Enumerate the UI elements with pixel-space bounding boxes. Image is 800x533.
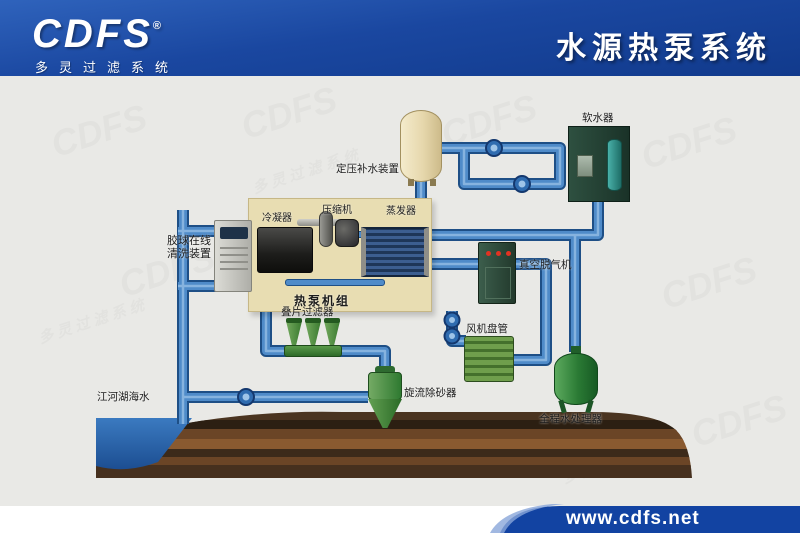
condenser (257, 227, 313, 273)
indicator-light (496, 251, 501, 256)
header-bar: CDFS® 多灵过滤系统 水源热泵系统 (0, 0, 800, 76)
label-fan-coil: 风机盘管 (466, 323, 508, 335)
label-water-processor: 全程水处理器 (539, 413, 602, 425)
heat-pump-unit (248, 198, 432, 312)
indicator-light (506, 251, 511, 256)
label-softener: 软水器 (582, 112, 614, 124)
pump-icon (485, 139, 503, 157)
softener-resin-cylinder (607, 139, 622, 191)
degasser-door (485, 267, 511, 299)
filter-cap (305, 318, 321, 323)
compressor-accumulator (319, 211, 333, 247)
label-heat-pump-unit: 热泵机组 (294, 294, 351, 308)
label-disc-filter: 叠片过滤器 (281, 306, 334, 318)
tank-leg (430, 179, 436, 186)
label-vacuum-degasser: 真空脱气机 (519, 259, 572, 271)
filter-manifold (284, 345, 342, 357)
page-title: 水源热泵系统 (556, 32, 772, 65)
label-evaporator: 蒸发器 (386, 206, 416, 217)
label-water-source: 江河湖海水 (97, 391, 150, 403)
label-ball-cleaner: 胶球在线清洗装置 (167, 235, 211, 260)
tank-leg (408, 179, 414, 186)
indicator-light (486, 251, 491, 256)
water-softener (568, 126, 630, 202)
cyclone-body (368, 372, 402, 400)
earth-cross-section (96, 411, 692, 478)
unit-lower-pipe (285, 279, 385, 286)
filter-cap (286, 318, 302, 323)
pump-icon (513, 175, 531, 193)
filter-cap (324, 318, 340, 323)
filter-funnel (324, 321, 340, 346)
filter-funnel (286, 321, 302, 346)
full-range-water-processor (554, 346, 598, 414)
processor-body (554, 353, 598, 405)
brand-logo: CDFS® 多灵过滤系统 (32, 4, 179, 76)
evaporator (361, 227, 429, 277)
cyclone-sand-separator (368, 366, 402, 428)
water-body (96, 418, 192, 470)
ball-cleaning-cabinet (214, 220, 252, 292)
brand-logo-text: CDFS® (32, 4, 179, 56)
fan-coil-unit (464, 336, 514, 382)
vacuum-degasser (478, 242, 516, 304)
cyclone-cone (368, 399, 402, 428)
expansion-tank (400, 110, 442, 186)
processor-nozzle (571, 346, 581, 355)
pump-icon (443, 311, 461, 329)
brand-name: CDFS (32, 12, 153, 56)
website-url: www.cdfs.net (566, 508, 700, 529)
pump-icons (237, 139, 531, 406)
label-compressor: 压缩机 (322, 205, 352, 216)
label-condenser: 冷凝器 (262, 213, 292, 224)
brand-logo-subtext: 多灵过滤系统 (35, 60, 180, 75)
cabinet-vents (220, 247, 248, 249)
label-cyclone: 旋流除砂器 (404, 387, 457, 399)
softener-valve (577, 155, 593, 177)
disc-filter (284, 318, 342, 358)
filter-funnel (305, 321, 321, 346)
compressor (335, 219, 359, 247)
pump-icon (237, 388, 255, 406)
registered-mark: ® (152, 20, 161, 32)
pump-icon (443, 327, 461, 345)
cabinet-screen (220, 227, 248, 239)
label-expansion-tank: 定压补水装置 (336, 163, 399, 175)
cyclone-cap (375, 366, 395, 374)
